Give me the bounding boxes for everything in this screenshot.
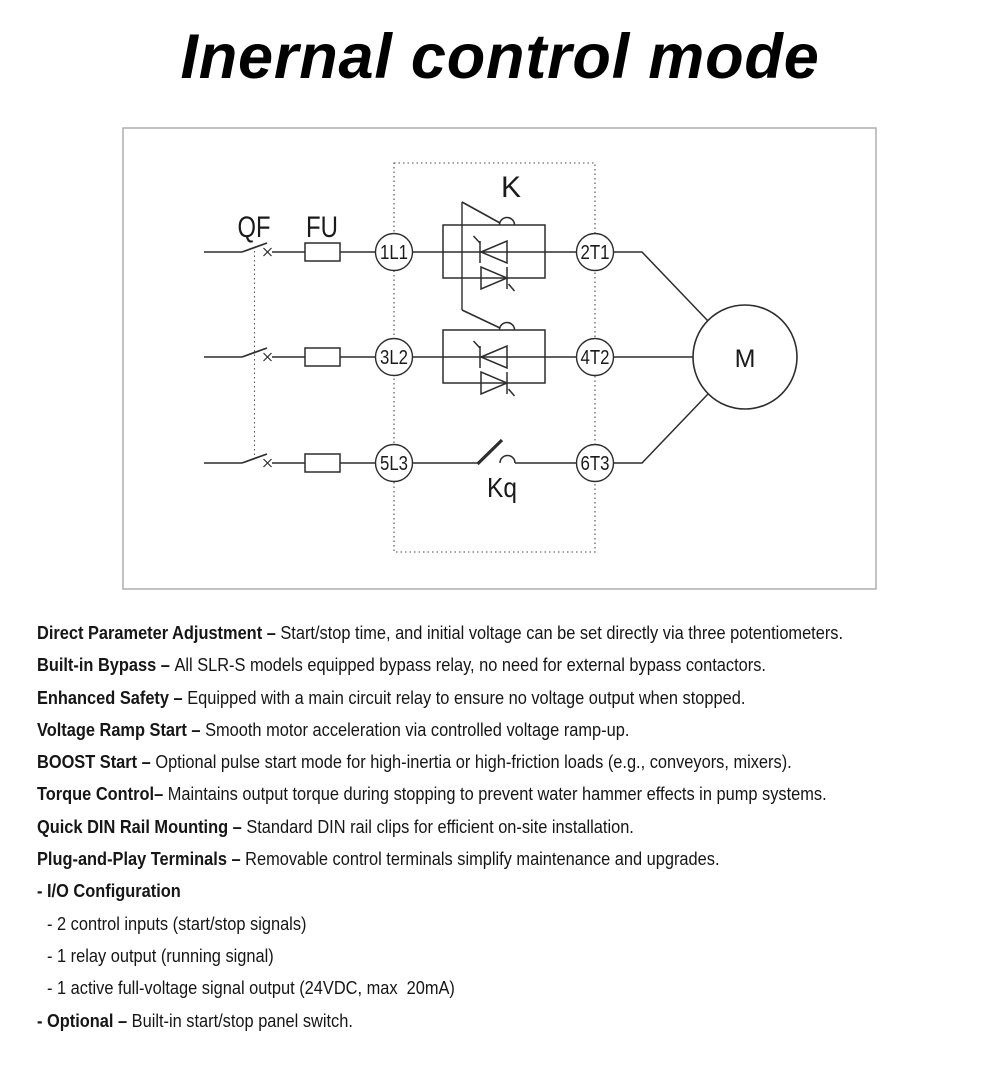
kq-contact-arc [499,454,516,464]
terminal-6T3 [575,443,615,483]
scr-module-box [442,329,546,384]
breaker-blade [241,242,268,253]
circuit-diagram-svg: QF FU K Kq M 1L1 3L2 5L3 2T1 4T2 6T3 [122,127,877,590]
feature-term: Direct Parameter Adjustment – [37,623,281,643]
feature-desc: Standard DIN rail clips for efficient on… [246,816,634,837]
feature-desc: - 1 relay output (running signal) [47,945,274,966]
fuse-label: FU [306,211,338,244]
motor-circle [692,304,798,410]
phase-row-L3 [204,438,577,473]
breaker-contact-cross [263,458,272,468]
terminal-label-3L2: 3L2 [380,347,408,369]
feature-desc: All SLR-S models equipped bypass relay, … [174,655,766,676]
feature-term: Voltage Ramp Start – [37,719,206,740]
feature-line: Direct Parameter Adjustment – Start/stop… [37,617,843,649]
feature-term: Enhanced Safety – [37,687,188,708]
feature-desc: Equipped with a main circuit relay to en… [187,687,746,708]
feature-term: - Optional – [37,1010,132,1031]
feature-desc: Smooth motor acceleration via controlled… [205,719,630,740]
phase-row-L1 [204,201,577,292]
scr-gate [472,235,481,244]
feature-line: Quick DIN Rail Mounting – Standard DIN r… [37,811,843,843]
bypass-contact-blade [461,201,501,224]
motor-wires [613,251,709,464]
scr-triangle-right [480,265,509,291]
terminal-label-6T3: 6T3 [581,453,610,475]
feature-line: - 1 active full-voltage signal output (2… [47,972,843,1004]
feature-desc: Removable control terminals simplify mai… [245,849,720,870]
breaker-blade [241,347,268,358]
kq-switch-label: Kq [487,472,517,503]
feature-term: BOOST Start – [37,752,156,773]
phase-row-L2 [204,309,577,397]
breaker-label: QF [238,211,271,244]
terminal-label-5L3: 5L3 [380,453,408,475]
feature-term: - I/O Configuration [37,881,181,902]
feature-desc: Maintains output torque during stopping … [167,784,827,805]
fuse-symbol [304,453,341,473]
kq-switch-blade [476,438,504,466]
feature-line: - I/O Configuration [37,875,843,907]
feature-line: - Optional – Built-in start/stop panel s… [37,1005,843,1037]
feature-line: - 1 relay output (running signal) [47,940,843,972]
feature-desc: Optional pulse start mode for high-inert… [155,752,792,773]
breaker-contact-cross [263,247,272,257]
bypass-contact-arc [498,321,516,331]
terminal-1L1 [374,232,414,272]
feature-list: Direct Parameter Adjustment – Start/stop… [37,617,843,1037]
motor-label: M [735,345,756,373]
wire-6T3-motor [613,393,709,464]
feature-line: Voltage Ramp Start – Smooth motor accele… [37,714,843,746]
bypass-contact-arc [498,216,516,226]
terminal-4T2 [575,337,615,377]
breaker-contact-cross [263,352,272,362]
wire-2T1-motor [613,251,709,322]
terminal-label-1L1: 1L1 [380,242,408,264]
terminal-label-2T1: 2T1 [581,242,610,264]
feature-desc: - 1 active full-voltage signal output (2… [47,978,455,999]
page-title: Inernal control mode [180,22,820,92]
feature-line: Plug-and-Play Terminals – Removable cont… [37,843,843,875]
feature-line: Torque Control– Maintains output torque … [37,778,843,810]
fuse-symbol [304,242,341,262]
feature-term: Quick DIN Rail Mounting – [37,816,247,837]
feature-line: Built-in Bypass – All SLR-S models equip… [37,649,843,681]
fuse-symbol [304,347,341,367]
feature-desc: Built-in start/stop panel switch. [131,1010,353,1031]
feature-desc: Start/stop time, and initial voltage can… [280,623,844,643]
circuit-diagram: QF FU K Kq M 1L1 3L2 5L3 2T1 4T2 6T3 [122,127,877,590]
feature-line: Enhanced Safety – Equipped with a main c… [37,682,843,714]
bypass-contact-blade [461,309,501,329]
scr-triangle-left [479,239,508,265]
breaker-blade [241,453,268,464]
scr-triangle-right [480,370,509,396]
terminals [374,232,615,483]
scr-gate [507,283,516,292]
bypass-contactor-label: K [501,171,521,204]
terminal-3L2 [374,337,414,377]
scr-module-box [442,224,546,279]
scr-gate [507,388,516,397]
feature-line: BOOST Start – Optional pulse start mode … [37,746,843,778]
scr-triangle-left [479,344,508,370]
scr-gate [472,340,481,349]
feature-term: Torque Control– [37,784,168,805]
terminal-5L3 [374,443,414,483]
feature-line: - 2 control inputs (start/stop signals) [47,908,843,940]
feature-desc: - 2 control inputs (start/stop signals) [47,913,307,934]
terminal-label-4T2: 4T2 [581,347,610,369]
feature-term: Plug-and-Play Terminals – [37,849,246,870]
feature-term: Built-in Bypass – [37,655,175,676]
terminal-2T1 [575,232,615,272]
